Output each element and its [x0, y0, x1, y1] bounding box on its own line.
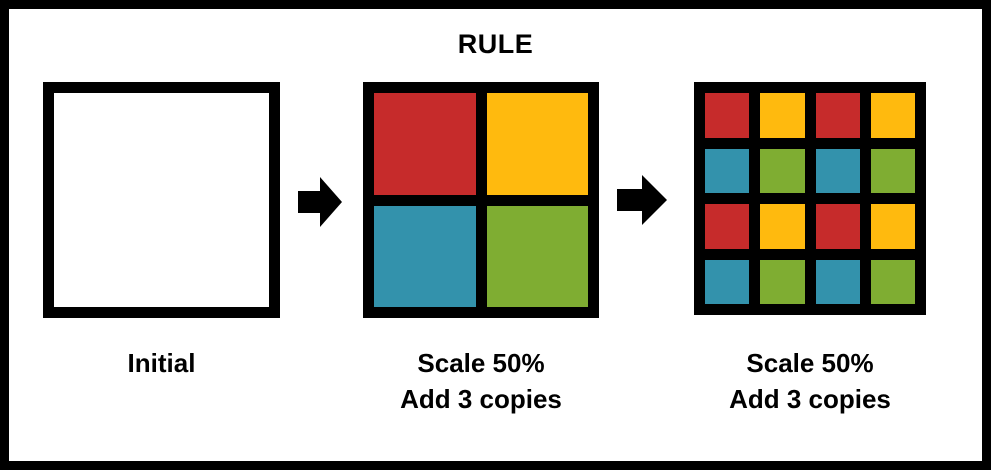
cell-r3c3-green: [870, 259, 915, 304]
cell-r3c1-green: [760, 259, 805, 304]
caption-initial: Initial: [127, 348, 196, 378]
cell-r1c1-green: [760, 148, 805, 193]
cell-r1c0-teal: [705, 148, 750, 193]
cell-r1c1-green: [486, 205, 588, 307]
cell-r2c1-yellow: [760, 204, 805, 249]
cell-r2c0-red: [705, 204, 750, 249]
caption-iteration-2: Scale 50% Add 3 copies: [729, 348, 891, 414]
panel-iteration-1: [363, 82, 599, 318]
cell-r2c2-red: [815, 204, 860, 249]
cell-r0c0-red: [374, 93, 476, 195]
panel-initial-square: [43, 82, 280, 318]
cell-r3c0-teal: [705, 259, 750, 304]
panel-iteration-2: [694, 82, 926, 315]
cell-r0c2-red: [815, 93, 860, 138]
cell-r1c3-green: [870, 148, 915, 193]
cell-r1c0-teal: [374, 205, 476, 307]
cell-r0c1-yellow: [760, 93, 805, 138]
caption-iteration-1: Scale 50% Add 3 copies: [400, 348, 562, 414]
page-title: RULE: [457, 29, 534, 59]
cell-r2c3-yellow: [870, 204, 915, 249]
cell-r0c0-red: [705, 93, 750, 138]
cell-r0c3-yellow: [870, 93, 915, 138]
cell-r1c2-teal: [815, 148, 860, 193]
arrow-right-icon: [617, 175, 667, 225]
cell-r3c2-teal: [815, 259, 860, 304]
diagram-stage: Initial Scale 50% Add 3 copies Scale 50%…: [9, 9, 982, 461]
initial-square-face: [54, 93, 269, 307]
cell-r0c1-yellow: [486, 93, 588, 195]
arrow-right-icon: [298, 177, 342, 227]
